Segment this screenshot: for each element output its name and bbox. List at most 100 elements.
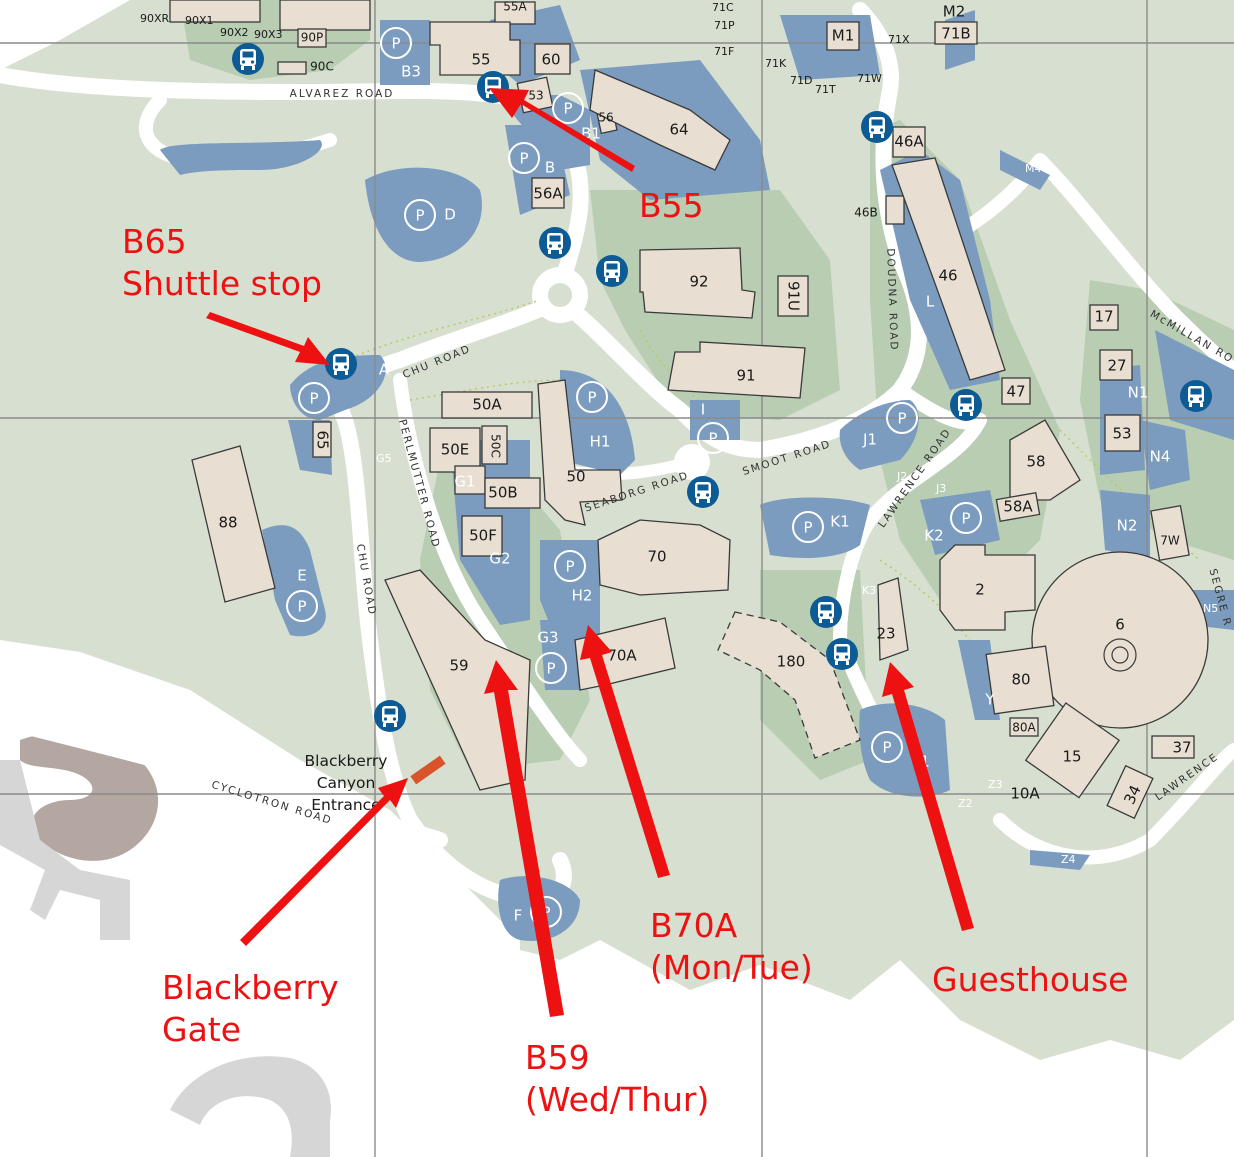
building-15: 15	[1062, 748, 1081, 766]
parking-symbol: P	[563, 100, 572, 118]
lot-h2: H2	[572, 587, 593, 605]
building-91: 91	[736, 367, 755, 385]
lot-i: I	[701, 401, 705, 419]
building-55a: 55A	[503, 0, 527, 14]
lot-y: Y	[984, 691, 995, 709]
blackberry-gate-marker	[410, 755, 446, 785]
shuttle-stop-icon	[1180, 380, 1212, 412]
building-91u: 91U	[785, 281, 803, 311]
lot-d: D	[444, 206, 456, 224]
shuttle-stop-icon	[539, 227, 571, 259]
arrow-guesthouse	[882, 662, 974, 931]
building-90p: 90P	[301, 31, 324, 45]
building-56: 56	[598, 111, 613, 125]
parking-symbol: P	[309, 390, 318, 408]
building-m2: M2	[943, 3, 966, 21]
building-50: 50	[566, 468, 585, 486]
building-71x: 71X	[888, 33, 910, 46]
building-50e: 50E	[441, 441, 470, 459]
building-71d: 71D	[790, 74, 812, 87]
building-50c: 50C	[489, 434, 503, 458]
parking-symbol: P	[519, 150, 528, 168]
lot-n2: N2	[1117, 517, 1138, 535]
svg-text:Entrance: Entrance	[311, 796, 380, 814]
annotation-b70a-title: B70A	[650, 906, 738, 945]
shuttle-stop-icon	[596, 255, 628, 287]
parking-symbol: P	[546, 660, 555, 678]
parking-symbol: P	[297, 598, 306, 616]
parking-symbol: P	[803, 519, 812, 537]
shuttle-stop-icon	[950, 389, 982, 421]
building-65: 65	[314, 430, 332, 449]
building-55: 55	[471, 51, 490, 69]
building-90x1: 90X1	[185, 14, 214, 27]
shuttle-stop-icon	[826, 638, 858, 670]
building-50a: 50A	[472, 396, 502, 414]
building-180: 180	[777, 653, 806, 671]
building-50f: 50F	[469, 527, 497, 545]
building-71f: 71F	[714, 45, 734, 58]
building-56a: 56A	[533, 185, 563, 203]
annotation-gate-line1: Blackberry	[162, 968, 339, 1007]
lot-g2: G2	[489, 550, 510, 568]
parking-symbol: P	[882, 739, 891, 757]
building-71k: 71K	[765, 57, 787, 70]
building-labels: 55A 55 60 53 56 64 56A 92 91U 91 46A 46B…	[218, 0, 1191, 807]
parking-labels: B3 P P B1 P B P D A P P H1 G1 G2 P H2 G3…	[286, 27, 1171, 928]
building-88: 88	[218, 514, 237, 532]
building-58a: 58A	[1003, 498, 1033, 516]
lot-a: A	[379, 361, 390, 379]
lot-g1: G1	[454, 473, 475, 491]
shuttle-stop-icon	[374, 700, 406, 732]
building-70a: 70A	[607, 647, 637, 665]
annotation-b70a-days: (Mon/Tue)	[650, 948, 813, 987]
annotation-b59-days: (Wed/Thur)	[525, 1080, 709, 1119]
arrow-b70a	[580, 625, 670, 878]
parking-symbol: P	[415, 207, 424, 225]
road-alvarez: ALVAREZ ROAD	[290, 88, 395, 100]
building-90xr: 90XR	[140, 12, 170, 25]
neighbor-building	[0, 760, 130, 940]
lot-k3: K3	[862, 584, 876, 597]
arrow-b55	[489, 88, 635, 172]
lot-z2: Z2	[958, 797, 973, 810]
parking-symbol: P	[565, 558, 574, 576]
building-64: 64	[669, 121, 688, 139]
lot-n4: N4	[1150, 448, 1171, 466]
building-53-east: 53	[1112, 425, 1131, 443]
building-23: 23	[876, 625, 895, 643]
lot-g3: G3	[537, 629, 558, 647]
gate-label: Blackberry Canyon Entrance	[305, 752, 388, 814]
lot-m4: M4	[1025, 162, 1042, 175]
building-46b: 46B	[854, 206, 878, 220]
buildings	[169, 0, 1209, 820]
lot-g5: G5	[376, 452, 392, 465]
roads	[0, 2, 1234, 908]
building-58: 58	[1026, 453, 1045, 471]
building-53: 53	[528, 89, 543, 103]
annotation-arrows	[206, 88, 974, 1017]
annotation-b65-title: B65	[122, 222, 187, 261]
lot-k2: K2	[924, 527, 943, 545]
lot-b: B	[545, 159, 555, 177]
roundabout-center	[548, 283, 572, 307]
building-17: 17	[1094, 308, 1113, 326]
shuttle-stop-icon	[325, 348, 357, 380]
building-92: 92	[689, 273, 708, 291]
lot-b3: B3	[401, 63, 421, 81]
building-70: 70	[647, 548, 666, 566]
neighbor-building	[170, 1056, 331, 1157]
building-71b: 71B	[941, 25, 970, 43]
building-90x3: 90X3	[254, 28, 283, 41]
svg-text:Canyon: Canyon	[317, 774, 376, 792]
shuttle-stop-icon	[810, 596, 842, 628]
building-90x2: 90X2	[220, 26, 249, 39]
building-59: 59	[449, 657, 468, 675]
building-47: 47	[1006, 383, 1025, 401]
building-80a: 80A	[1012, 721, 1036, 735]
roundabout	[674, 444, 710, 480]
building-80: 80	[1011, 671, 1030, 689]
building-71c: 71C	[712, 1, 734, 14]
